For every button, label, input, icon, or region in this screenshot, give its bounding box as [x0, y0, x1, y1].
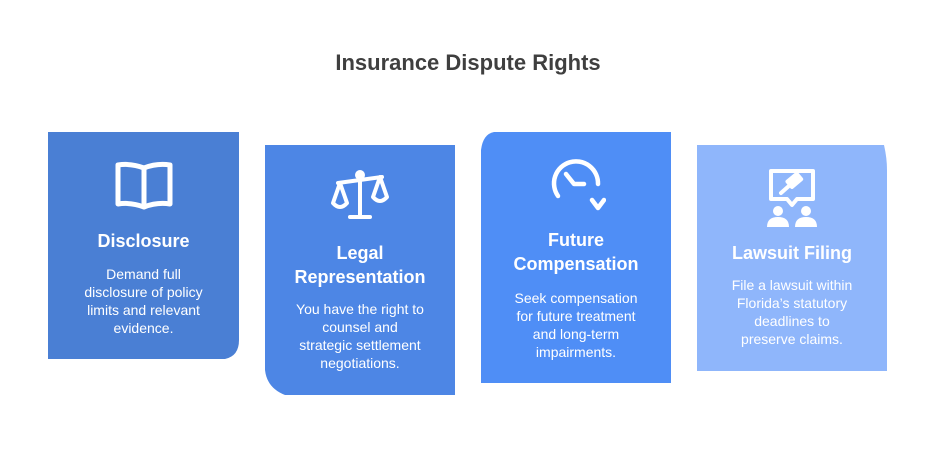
book-icon [48, 160, 239, 210]
gavel-presentation-icon [697, 165, 887, 229]
card-lawsuit-filing: Lawsuit Filing File a lawsuit within Flo… [697, 145, 887, 371]
card-description: File a lawsuit within Florida’s statutor… [731, 277, 853, 347]
card-heading: Legal Representation [294, 243, 426, 287]
card-description: You have the right to counsel and strate… [296, 301, 424, 371]
card-description: Seek compensation for future treatment a… [514, 290, 638, 360]
clock-arrow-icon [481, 156, 671, 212]
card-heading: Lawsuit Filing [732, 243, 852, 263]
card-legal-representation: Legal Representation You have the right … [265, 145, 455, 395]
card-description: Demand full disclosure of policy limits … [84, 266, 203, 336]
diagram-title: Insurance Dispute Rights [335, 50, 601, 75]
scales-icon [265, 169, 455, 221]
card-2-shape [265, 145, 455, 395]
card-future-compensation: Future Compensation Seek compensation fo… [481, 132, 671, 383]
card-disclosure: Disclosure Demand full disclosure of pol… [48, 132, 239, 359]
card-1-shape [48, 132, 239, 359]
card-heading: Disclosure [97, 231, 190, 251]
card-3-shape [481, 132, 671, 383]
card-heading: Future Compensation [513, 230, 639, 274]
card-4-shape [697, 145, 887, 371]
